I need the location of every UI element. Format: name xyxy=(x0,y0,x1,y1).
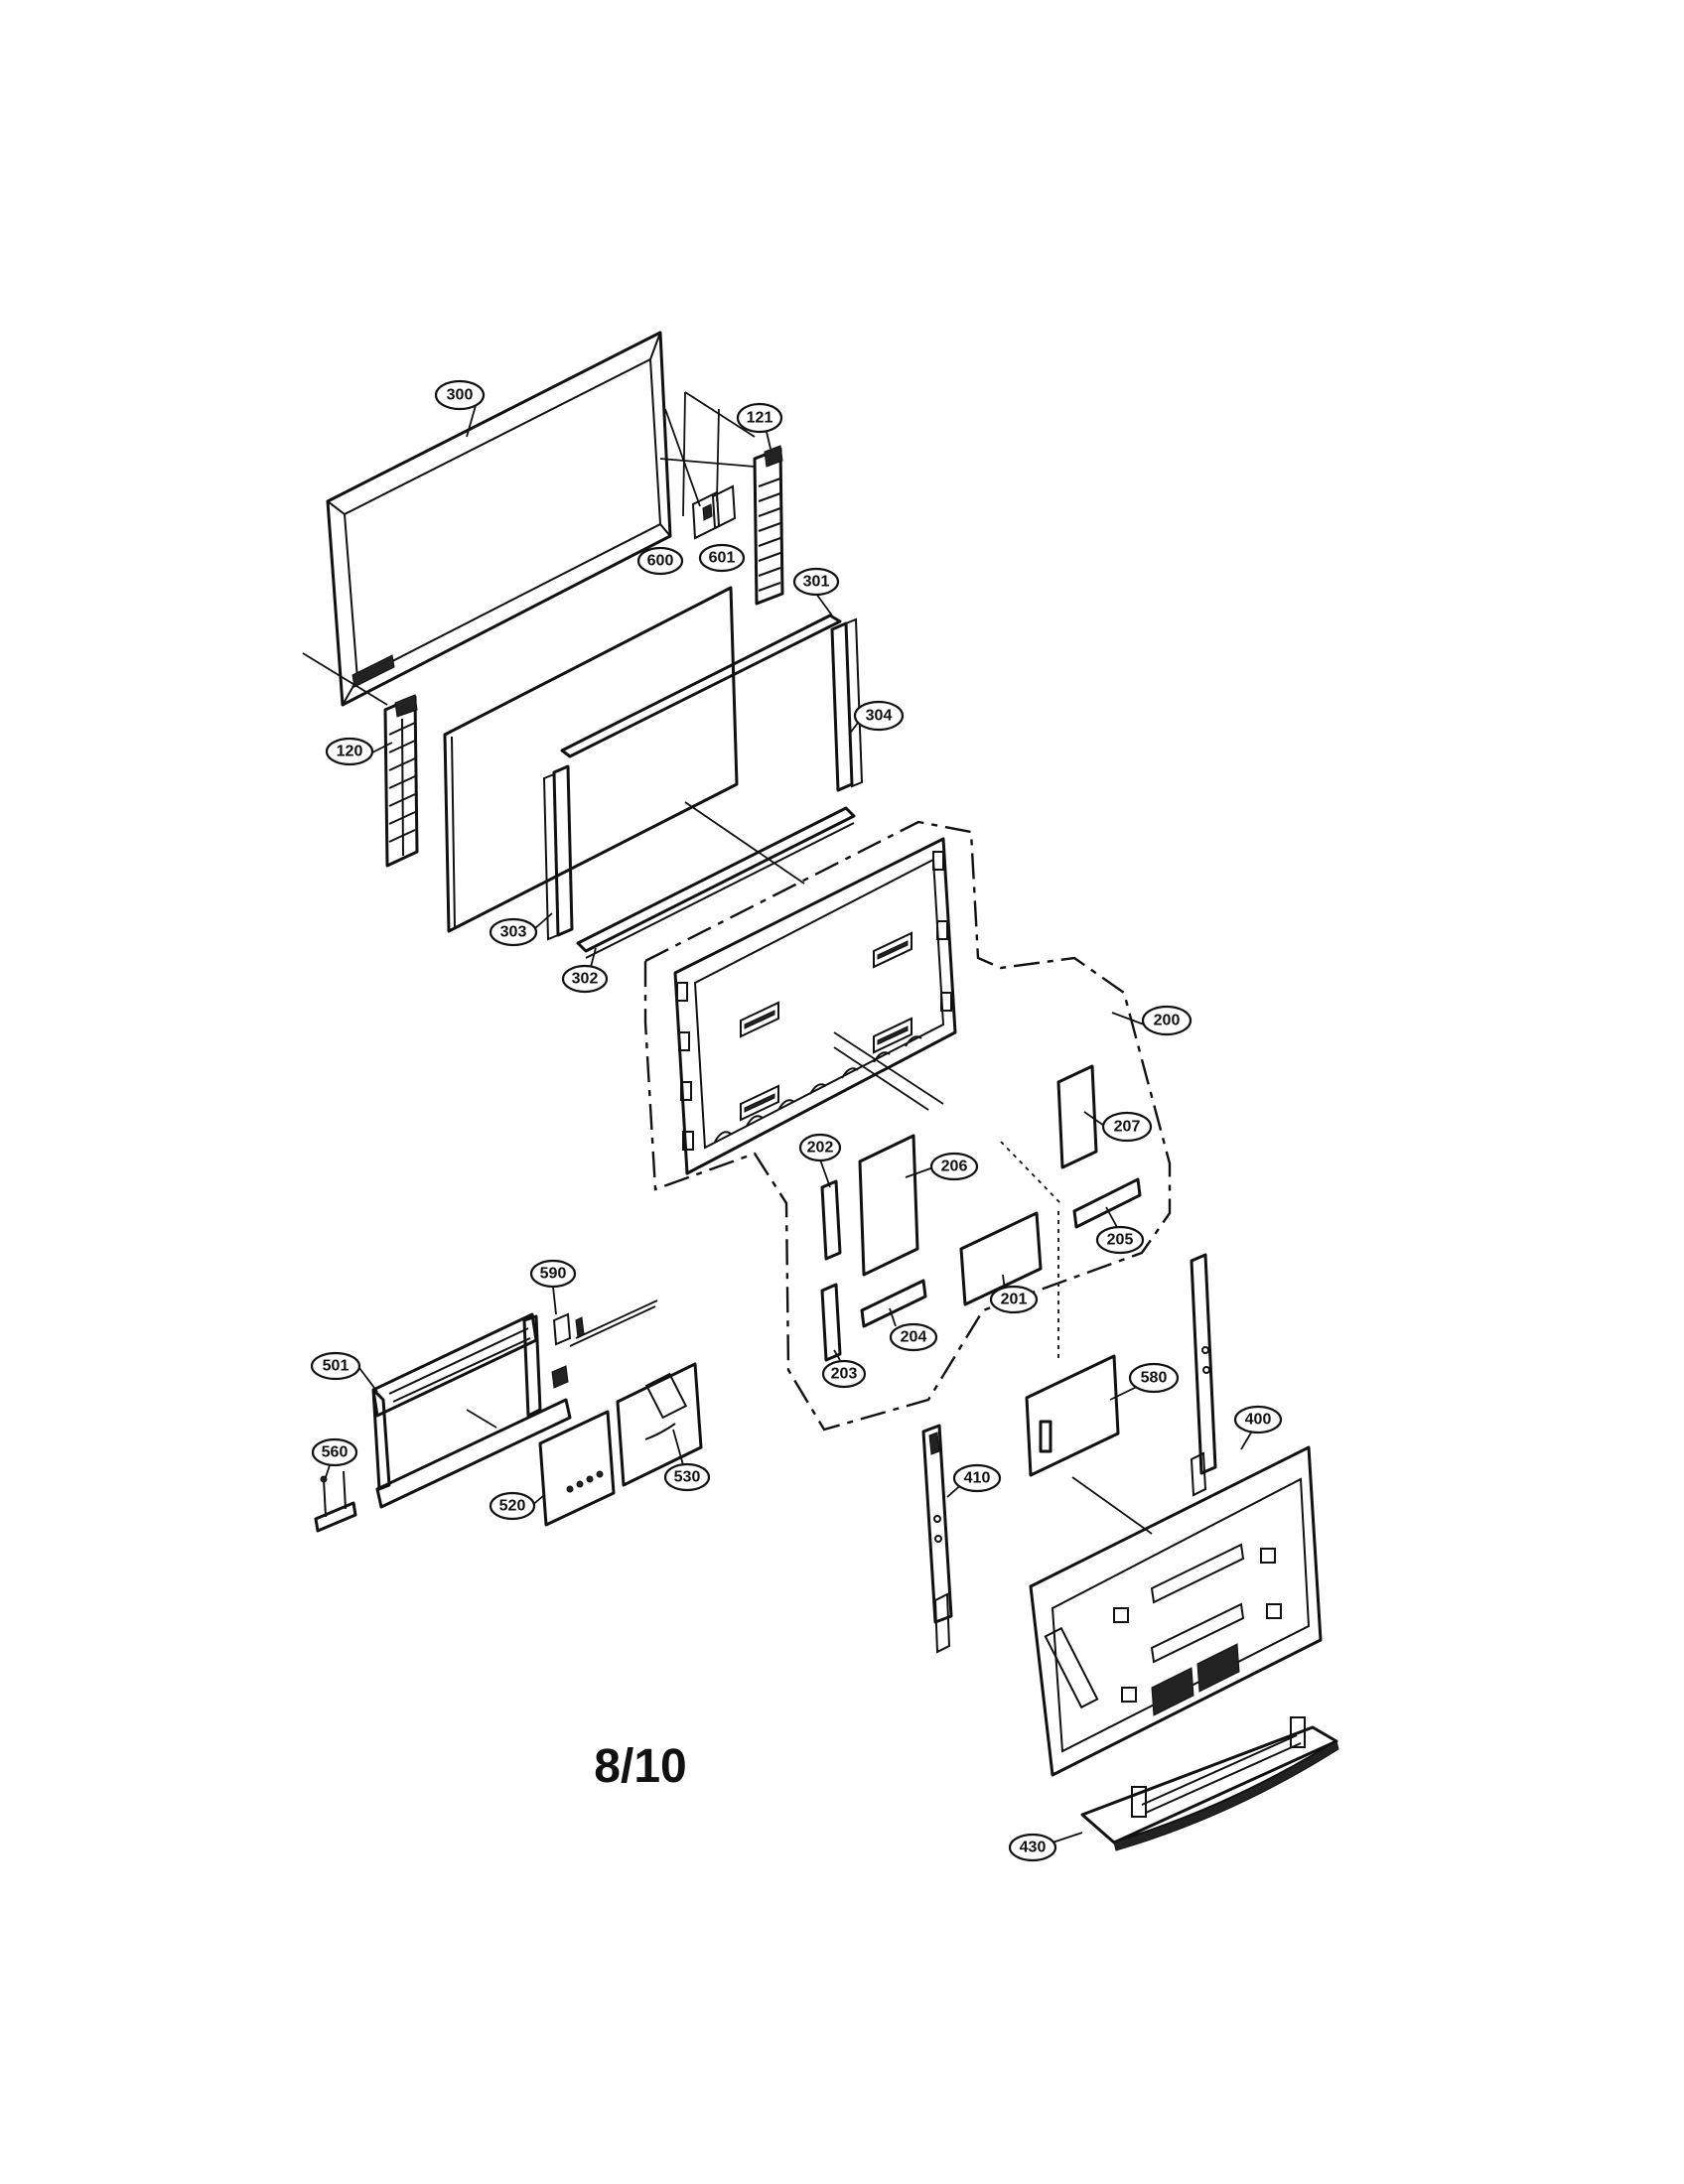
callout-201: 201 xyxy=(989,1285,1039,1314)
callout-206: 206 xyxy=(929,1152,979,1181)
callout-301: 301 xyxy=(792,567,840,597)
callout-300: 300 xyxy=(434,379,486,411)
svg-text:303: 303 xyxy=(500,924,527,941)
main-chassis xyxy=(673,837,957,1175)
callout-520: 520 xyxy=(489,1491,536,1521)
svg-text:203: 203 xyxy=(831,1366,858,1383)
pcb-204 xyxy=(860,1279,927,1328)
pcb-207 xyxy=(1056,1064,1098,1169)
pcb-580 xyxy=(1025,1354,1153,1535)
stand-bracket-right xyxy=(1190,1253,1217,1497)
callout-303: 303 xyxy=(489,917,538,947)
pcb-530 xyxy=(616,1362,703,1487)
callout-200: 200 xyxy=(1141,1005,1193,1036)
switch-590 xyxy=(552,1305,656,1347)
svg-text:200: 200 xyxy=(1154,1013,1181,1029)
pcb-203 xyxy=(820,1283,842,1362)
pcb-206 xyxy=(858,1134,919,1277)
svg-text:121: 121 xyxy=(747,410,773,427)
svg-text:430: 430 xyxy=(1020,1840,1047,1856)
part-560 xyxy=(314,1470,357,1533)
stand-bracket-410 xyxy=(921,1424,953,1654)
callout-207: 207 xyxy=(1101,1111,1153,1143)
callout-202: 202 xyxy=(798,1133,842,1162)
svg-text:400: 400 xyxy=(1245,1412,1272,1429)
svg-text:600: 600 xyxy=(647,553,674,570)
svg-text:301: 301 xyxy=(803,574,830,591)
callout-410: 410 xyxy=(952,1463,1002,1493)
svg-text:300: 300 xyxy=(447,387,474,404)
svg-text:580: 580 xyxy=(1141,1370,1168,1387)
callout-205: 205 xyxy=(1095,1225,1145,1255)
svg-text:207: 207 xyxy=(1114,1119,1141,1136)
callout-560: 560 xyxy=(311,1437,358,1467)
svg-text:601: 601 xyxy=(709,550,736,567)
page-number: 8/10 xyxy=(594,1740,687,1793)
svg-text:530: 530 xyxy=(674,1469,701,1486)
callout-203: 203 xyxy=(821,1359,867,1389)
brackets-600-601 xyxy=(682,391,756,540)
callout-121: 121 xyxy=(736,402,783,434)
stand-base-430 xyxy=(1080,1716,1339,1851)
rails-301-302 xyxy=(560,614,856,959)
callout-430: 430 xyxy=(1008,1833,1057,1862)
callout-600: 600 xyxy=(636,546,684,576)
svg-text:501: 501 xyxy=(323,1358,350,1375)
svg-text:202: 202 xyxy=(807,1140,834,1157)
svg-text:302: 302 xyxy=(572,971,599,988)
front-bezel-300 xyxy=(302,331,756,707)
callout-601: 601 xyxy=(698,543,746,573)
svg-text:520: 520 xyxy=(499,1498,526,1515)
callout-590: 590 xyxy=(529,1259,577,1289)
callout-120: 120 xyxy=(325,737,374,766)
side-grille-120 xyxy=(383,694,419,868)
svg-text:304: 304 xyxy=(866,708,893,725)
callout-304: 304 xyxy=(853,700,905,732)
callout-302: 302 xyxy=(561,964,609,994)
control-frame-501 xyxy=(371,1312,572,1509)
side-grille-121 xyxy=(753,445,784,606)
assembly-boundary-200 xyxy=(643,820,1172,1432)
callout-501: 501 xyxy=(310,1351,361,1381)
callout-204: 204 xyxy=(889,1322,938,1352)
pcb-202 xyxy=(820,1179,842,1261)
front-glass-panel xyxy=(443,586,739,933)
pcb-520 xyxy=(538,1410,616,1527)
svg-text:205: 205 xyxy=(1107,1232,1134,1249)
svg-text:410: 410 xyxy=(964,1470,991,1487)
pcb-201 xyxy=(959,1211,1043,1306)
svg-text:206: 206 xyxy=(941,1159,968,1175)
svg-text:590: 590 xyxy=(540,1266,567,1283)
callout-580: 580 xyxy=(1128,1362,1180,1394)
back-cover-400 xyxy=(1029,1445,1323,1777)
callout-530: 530 xyxy=(663,1462,711,1492)
svg-text:204: 204 xyxy=(901,1329,927,1346)
svg-text:201: 201 xyxy=(1001,1292,1028,1308)
pcb-205 xyxy=(1072,1177,1142,1229)
svg-text:120: 120 xyxy=(337,744,363,760)
callout-400: 400 xyxy=(1233,1405,1283,1434)
svg-text:560: 560 xyxy=(322,1444,349,1461)
